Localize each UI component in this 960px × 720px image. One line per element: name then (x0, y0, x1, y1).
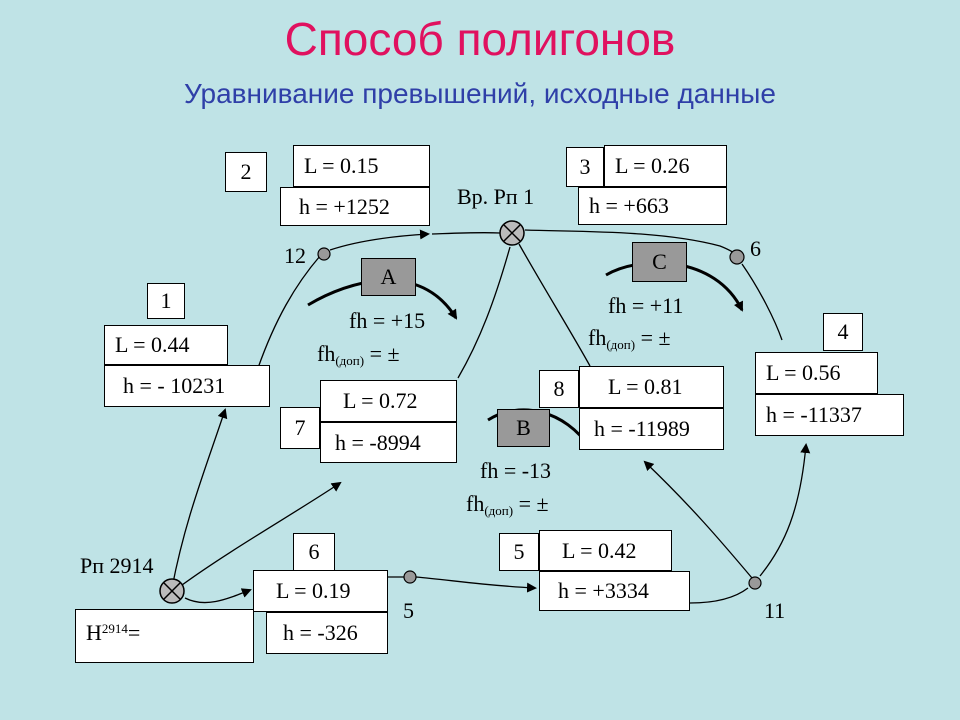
section-3-height: h = +663 (578, 187, 727, 225)
benchmark-rp2914-label: Рп 2914 (80, 553, 154, 578)
section-2-number: 2 (225, 152, 267, 192)
point-6-marker (729, 249, 745, 265)
section-7-height: h = -8994 (320, 422, 457, 463)
point-11-marker (748, 576, 762, 590)
point-12-marker (317, 247, 331, 261)
section-7-number: 7 (280, 407, 320, 449)
start-height-eq: = (127, 620, 141, 645)
line-section-2 (329, 229, 430, 251)
polygon-c-fh: fh = +11 (608, 293, 684, 318)
start-height-sub: 2914 (101, 621, 128, 636)
benchmark-rp2914-marker (159, 578, 185, 604)
polygon-a-fh-dop: fh(доп) = ± (317, 341, 400, 368)
line-5-to-11 (689, 587, 749, 604)
section-8-height: h = -11989 (579, 408, 724, 450)
line-11-to-8 (643, 460, 753, 579)
section-5-length: L = 0.42 (539, 530, 672, 571)
benchmark-vr-rp1-marker (499, 220, 525, 246)
polygon-a-label: A (361, 258, 416, 296)
line-section-8 (518, 243, 591, 367)
polygon-c-fh-dop: fh(доп) = ± (588, 325, 671, 352)
point-5-marker (403, 570, 417, 584)
line-section-4 (759, 443, 811, 577)
line-section-3 (524, 229, 736, 255)
line-start-to-7 (181, 481, 342, 586)
section-6-number: 6 (293, 533, 335, 571)
polygon-a-fh: fh = +15 (349, 308, 426, 333)
section-4-number: 4 (823, 313, 863, 351)
section-4-length: L = 0.56 (755, 352, 878, 394)
line-section-1 (171, 408, 228, 589)
section-5-number: 5 (499, 533, 539, 571)
section-6-length: L = 0.19 (253, 570, 388, 612)
section-6-height: h = -326 (266, 612, 388, 654)
section-1-number: 1 (147, 283, 185, 319)
section-3-length: L = 0.26 (604, 145, 727, 187)
point-5-label: 5 (403, 598, 414, 623)
section-1-height: h = - 10231 (104, 365, 270, 407)
line-section-7 (457, 246, 511, 379)
start-height-label: H (86, 620, 102, 645)
section-4-height: h = -11337 (755, 394, 904, 436)
benchmark-vr-rp1-label: Вр. Рп 1 (457, 184, 535, 209)
section-1-length: L = 0.44 (104, 325, 228, 365)
polygon-b-fh-dop: fh(доп) = ± (466, 491, 549, 518)
line-1-to-12 (257, 255, 321, 369)
section-8-number: 8 (539, 370, 579, 408)
polygon-c-label: C (632, 242, 687, 282)
point-12-label: 12 (284, 243, 306, 268)
line-2-to-vr (431, 231, 501, 235)
line-6-to-4 (741, 263, 783, 341)
section-2-height: h = +1252 (280, 187, 430, 226)
section-3-number: 3 (566, 147, 604, 187)
polygon-b-label: B (497, 409, 550, 447)
polygon-b-fh: fh = -13 (480, 458, 552, 483)
slide-title: Способ полигонов (284, 13, 676, 65)
point-11-label: 11 (764, 598, 786, 623)
line-section-5 (415, 576, 537, 593)
line-section-6 (184, 588, 252, 604)
section-2-length: L = 0.15 (293, 145, 430, 187)
section-7-length: L = 0.72 (320, 380, 457, 422)
section-8-length: L = 0.81 (579, 366, 724, 408)
section-5-height: h = +3334 (539, 571, 690, 611)
point-6-label: 6 (750, 236, 761, 261)
slide-subtitle: Уравнивание превышений, исходные данные (184, 78, 776, 109)
